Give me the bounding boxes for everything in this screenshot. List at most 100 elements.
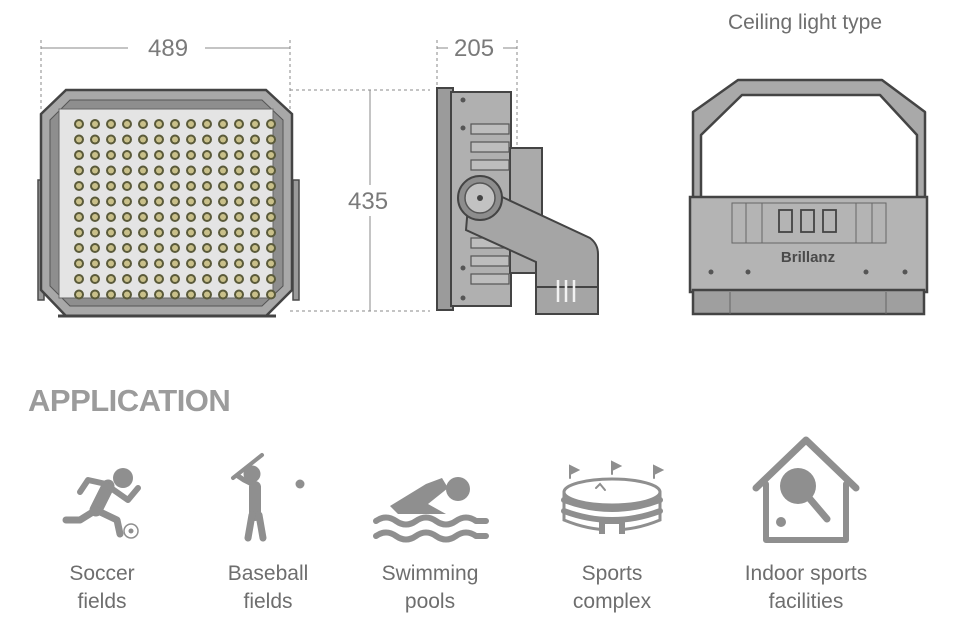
led-grid [74,119,276,300]
led-chip-lens [124,214,130,220]
app-label-line1: Sports [581,562,643,585]
led-chip-lens [124,167,130,174]
led-chip-lens [140,291,146,298]
app-label-line2: pools [404,590,456,613]
led-chip-lens [124,152,130,158]
led-chip-lens [172,214,178,220]
led-chip-lens [252,276,258,282]
led-chip-lens [236,229,242,236]
led-chip-lens [92,136,98,143]
led-chip-lens [252,291,258,298]
led-chip-lens [204,276,210,282]
led-chip-lens [140,214,146,220]
led-chip-lens [92,121,98,127]
led-chip-lens [204,167,210,174]
swimmer-icon [373,477,489,543]
led-chip-lens [156,183,162,189]
led-chip-lens [204,245,210,251]
led-chip-lens [108,291,114,298]
led-chip-lens [268,260,274,267]
led-chip-lens [108,214,114,220]
app-label-soccer: Soccer fields [12,560,192,616]
led-chip-lens [220,291,226,298]
led-chip-lens [188,291,194,298]
led-chip-lens [108,121,114,127]
led-chip-lens [188,229,194,236]
led-chip-lens [172,152,178,158]
led-chip-lens [236,245,242,251]
led-chip-lens [92,245,98,251]
led-chip-lens [140,198,146,205]
led-chip-lens [268,136,274,143]
led-chip-lens [252,229,258,236]
led-chip-lens [268,214,274,220]
soccer-player-icon [62,468,141,539]
width-dimension-label: 489 [148,35,189,62]
led-chip-lens [108,198,114,205]
led-chip-lens [156,260,162,267]
led-chip-lens [172,136,178,143]
led-chip-lens [156,245,162,251]
app-label-line1: Soccer [69,562,135,585]
led-chip-lens [92,260,98,267]
led-chip-lens [76,276,82,282]
led-chip-lens [92,198,98,205]
led-chip-lens [140,136,146,143]
led-chip-lens [124,229,130,236]
led-chip-lens [92,167,98,174]
led-chip-lens [124,260,130,267]
led-chip-lens [220,198,226,205]
led-chip-lens [252,214,258,220]
led-chip-lens [220,136,226,143]
led-chip-lens [172,245,178,251]
led-chip-lens [76,260,82,267]
led-chip-lens [252,198,258,205]
led-chip-lens [76,121,82,127]
led-chip-lens [108,260,114,267]
led-chip-lens [172,229,178,236]
led-chip-lens [188,121,194,127]
led-chip-lens [236,198,242,205]
led-chip-lens [204,198,210,205]
led-chip-lens [188,260,194,267]
led-chip-lens [252,121,258,127]
led-chip-lens [252,167,258,174]
led-chip-lens [76,214,82,220]
app-label-line2: fields [243,590,293,613]
depth-dimension-line [436,40,518,145]
led-chip-lens [188,152,194,158]
led-chip-lens [156,276,162,282]
led-chip-lens [252,260,258,267]
led-chip-lens [140,245,146,251]
led-chip-lens [236,276,242,282]
led-chip-lens [268,291,274,298]
led-chip-lens [268,245,274,251]
led-chip-lens [220,121,226,127]
height-dimension-label: 435 [348,188,389,215]
led-chip-lens [268,167,274,174]
led-chip-lens [140,152,146,158]
app-label-baseball: Baseball fields [178,560,358,616]
indoor-table-tennis-icon [752,436,860,543]
led-chip-lens [188,167,194,174]
led-chip-lens [236,260,242,267]
led-chip-lens [268,183,274,189]
led-chip-lens [220,152,226,158]
height-dimension-line [290,89,430,312]
app-label-sports-complex: Sports complex [522,560,702,616]
led-chip-lens [268,198,274,205]
led-chip-lens [156,121,162,127]
led-chip-lens [204,152,210,158]
led-chip-lens [92,214,98,220]
application-heading: APPLICATION [28,383,231,418]
led-chip-lens [236,167,242,174]
brand-logo-text: Brillanz [781,249,835,266]
led-chip-lens [172,260,178,267]
led-chip-lens [268,229,274,236]
led-chip-lens [76,167,82,174]
led-chip-lens [108,276,114,282]
led-chip-lens [220,229,226,236]
led-chip-lens [108,167,114,174]
led-chip-lens [156,214,162,220]
led-chip-lens [220,260,226,267]
